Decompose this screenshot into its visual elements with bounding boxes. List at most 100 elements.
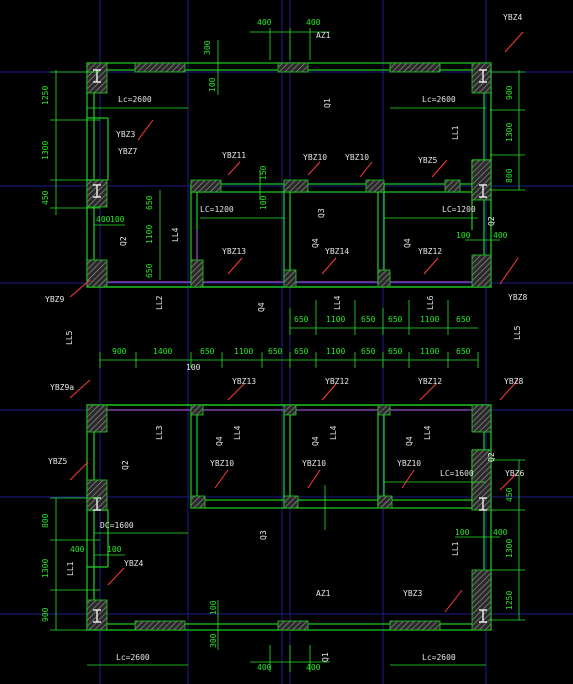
ll1-top: LL1: [451, 125, 460, 140]
dimension-lines: [50, 28, 525, 672]
row-mid-100: 100: [186, 363, 201, 372]
row-mid-dim-4: 1100: [234, 347, 253, 356]
beam-q3-top: Q3: [317, 208, 326, 218]
left-dim-1300: 1300: [41, 141, 50, 160]
hatched-columns: [86, 62, 492, 631]
row-mid-dim-3: 650: [200, 347, 215, 356]
beam-q1-top: Q1: [323, 98, 332, 108]
dim-right-100-b: 100: [455, 528, 470, 537]
row-mid-dim-7: 1100: [326, 347, 345, 356]
dim-left-400-b: 400: [70, 545, 85, 554]
dim-left-100: 100: [110, 215, 125, 224]
ll1-left-bottom: LL1: [66, 561, 75, 576]
ybz13-mid-label: YBZ13: [232, 377, 256, 386]
dim-300-top: 300: [203, 40, 212, 55]
dim-150: 150: [259, 165, 268, 180]
ybz5-bottom-label: YBZ5: [48, 457, 67, 466]
row-top-dim-6: 650: [456, 315, 471, 324]
dim-300-bottom: 300: [209, 633, 218, 648]
ll3-label: LL3: [155, 425, 164, 440]
dim-650-left: 650: [145, 195, 154, 210]
left-dim-1300-b: 1300: [41, 559, 50, 578]
ybz7-label: YBZ7: [118, 147, 137, 156]
ll4-d: LL4: [329, 425, 338, 440]
lc-low-left: DC=1600: [100, 521, 134, 530]
top-dim-left: 400: [257, 18, 272, 27]
ybz10-low-a-label: YBZ10: [210, 459, 234, 468]
lc-mid-left: LC=1200: [200, 205, 234, 214]
beam-q4-a: Q4: [311, 238, 320, 248]
ll4-b: LL4: [333, 295, 342, 310]
ll4-a: LL4: [171, 227, 180, 242]
ybz10-a-label: YBZ10: [303, 153, 327, 162]
beam-q2-left: Q2: [119, 236, 128, 246]
dim-left-100-b: 100: [107, 545, 122, 554]
beam-q4-d: Q4: [215, 436, 224, 446]
beam-q4-e: Q4: [311, 436, 320, 446]
dim-left-400: 400: [96, 215, 111, 224]
right-dim-1300: 1300: [505, 123, 514, 142]
row-mid-dim-11: 650: [456, 347, 471, 356]
ybz4-top-label: YBZ4: [503, 13, 522, 22]
ybz11-label: YBZ11: [222, 151, 246, 160]
beam-q1-bottom: Q1: [321, 652, 330, 662]
ybz5-top-label: YBZ5: [418, 156, 437, 165]
row-mid-dim-5: 650: [268, 347, 283, 356]
row-mid-dim-6: 650: [294, 347, 309, 356]
beam-q4-b: Q4: [403, 238, 412, 248]
left-dim-800: 800: [41, 513, 50, 528]
ll4-c: LL4: [233, 425, 242, 440]
column-symbols: [93, 69, 487, 623]
lc-bottom-left: Lc=2600: [116, 653, 150, 662]
right-dim-1300-b: 1300: [505, 539, 514, 558]
ll4-e: LL4: [423, 425, 432, 440]
dim-1100-left: 1100: [145, 225, 154, 244]
leader-marks: [69, 31, 524, 613]
ybz9a-label: YBZ9a: [50, 383, 74, 392]
beam-q4-f: Q4: [405, 436, 414, 446]
lc-mid-right: LC=1200: [442, 205, 476, 214]
ybz8-bottom-label: YBZ8: [504, 377, 523, 386]
dim-100: 100: [259, 195, 268, 210]
beam-q2-right: Q2: [487, 216, 496, 226]
top-dim-right: 400: [306, 18, 321, 27]
row-mid-dim-1: 900: [112, 347, 127, 356]
dim-100-top: 100: [208, 77, 217, 92]
lc-top-left: Lc=2600: [118, 95, 152, 104]
lc-low-right: LC=1600: [440, 469, 474, 478]
ybz8-top-label: YBZ8: [508, 293, 527, 302]
beam-q4-c: Q4: [257, 302, 266, 312]
row-top-dim-5: 1100: [420, 315, 439, 324]
row-top-dim-2: 1100: [326, 315, 345, 324]
ybz12-mid-b-label: YBZ12: [418, 377, 442, 386]
left-dim-450: 450: [41, 190, 50, 205]
right-dim-1250: 1250: [505, 591, 514, 610]
ll2-label: LL2: [155, 295, 164, 310]
dim-right-400: 400: [493, 231, 508, 240]
right-dim-800: 800: [505, 168, 514, 183]
az1-top-label: AZ1: [316, 31, 331, 40]
row-top-dim-3: 650: [361, 315, 376, 324]
right-dim-900: 900: [505, 85, 514, 100]
ybz4-bottom-label: YBZ4: [124, 559, 143, 568]
bottom-dim-left: 400: [257, 663, 272, 672]
row-mid-dim-8: 650: [361, 347, 376, 356]
ybz12-mid-a-label: YBZ12: [325, 377, 349, 386]
ll1-bottom: LL1: [451, 541, 460, 556]
ybz10-low-c-label: YBZ10: [397, 459, 421, 468]
ybz9-label: YBZ9: [45, 295, 64, 304]
ybz14-label: YBZ14: [325, 247, 349, 256]
dim-right-400-b: 400: [493, 528, 508, 537]
right-dim-450: 450: [505, 487, 514, 502]
beam-q3-bottom: Q3: [259, 530, 268, 540]
ybz10-b-label: YBZ10: [345, 153, 369, 162]
row-top-dim-4: 650: [388, 315, 403, 324]
row-mid-dim-9: 650: [388, 347, 403, 356]
dim-650-left-b: 650: [145, 263, 154, 278]
left-dim-900: 900: [41, 607, 50, 622]
ll6-label: LL6: [426, 295, 435, 310]
ll5-left: LL5: [65, 330, 74, 345]
ybz3-bottom-label: YBZ3: [403, 589, 422, 598]
ybz13-label: YBZ13: [222, 247, 246, 256]
